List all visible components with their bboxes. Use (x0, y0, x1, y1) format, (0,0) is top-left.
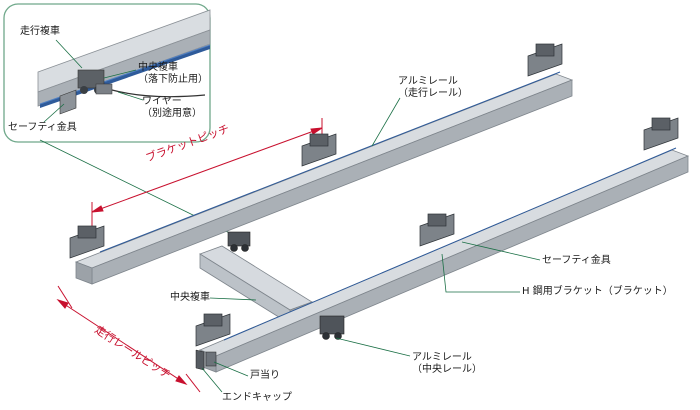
inset-label-wire-line2: （別途用意） (142, 108, 202, 119)
bracket (419, 213, 455, 247)
door-stop-part (205, 351, 217, 367)
rail-pitch-dimension (56, 285, 201, 393)
inset-label-safety-fitting: セーフティ金具 (8, 122, 77, 133)
inset-label-center-trolley-line2: （落下防止用） (138, 74, 208, 85)
label-aluminum-rail-running-line1: アルミレール (398, 76, 458, 87)
bracket (527, 43, 563, 77)
center-trolley (319, 315, 345, 340)
leader-safety-fitting (461, 241, 541, 261)
label-center-trolley: 中央複車 (170, 292, 210, 303)
leader-aluminum-rail-center (335, 337, 411, 357)
label-aluminum-rail-running: アルミレール （走行レール） (398, 76, 468, 100)
label-aluminum-rail-running-line2: （走行レール） (398, 88, 468, 99)
inset-wire (111, 89, 206, 98)
inset-label-center-trolley: 中央複車 （落下防止用） (138, 62, 208, 86)
label-safety-fitting: セーフティ金具 (542, 255, 611, 266)
bracket (643, 117, 679, 151)
label-h-steel-bracket: H 鋼用ブラケット（ブラケット） (522, 286, 673, 297)
leader-door-stop (213, 361, 249, 377)
end-cap-part (195, 349, 205, 371)
label-door-stop: 戸当り (250, 370, 280, 381)
back-rail-brackets (69, 43, 563, 259)
bracket (69, 225, 105, 259)
back-running-rail (74, 71, 574, 285)
label-aluminum-rail-center-line2: （中央レール） (412, 364, 482, 375)
dimension-lines (56, 118, 323, 393)
leader-end-cap (201, 367, 223, 393)
inset-leader-lines (43, 39, 144, 123)
leader-h-steel-bracket (441, 253, 520, 293)
trolleys (227, 231, 345, 340)
bracket-pitch-dimension (91, 118, 323, 232)
running-trolley (227, 231, 251, 252)
label-end-cap: エンドキャップ (222, 392, 292, 403)
inset-label-wire-line1: ワイヤー (142, 96, 182, 107)
label-aluminum-rail-center: アルミレール （中央レール） (412, 352, 482, 376)
leader-center-trolley (209, 297, 257, 301)
callout-leader-lines (201, 97, 541, 393)
label-aluminum-rail-center-line1: アルミレール (412, 352, 472, 363)
front-rail-brackets (195, 117, 679, 347)
bracket (301, 133, 337, 167)
front-running-rail (198, 147, 690, 373)
bracket (195, 313, 231, 347)
inset-trolley (77, 69, 113, 95)
inset-label-wire: ワイヤー （別途用意） (142, 96, 202, 120)
inset-detail (3, 3, 211, 143)
inset-label-running-trolley: 走行複車 (20, 26, 60, 37)
inset-label-center-trolley-line1: 中央複車 (138, 62, 178, 73)
leader-aluminum-rail-running (371, 97, 401, 147)
